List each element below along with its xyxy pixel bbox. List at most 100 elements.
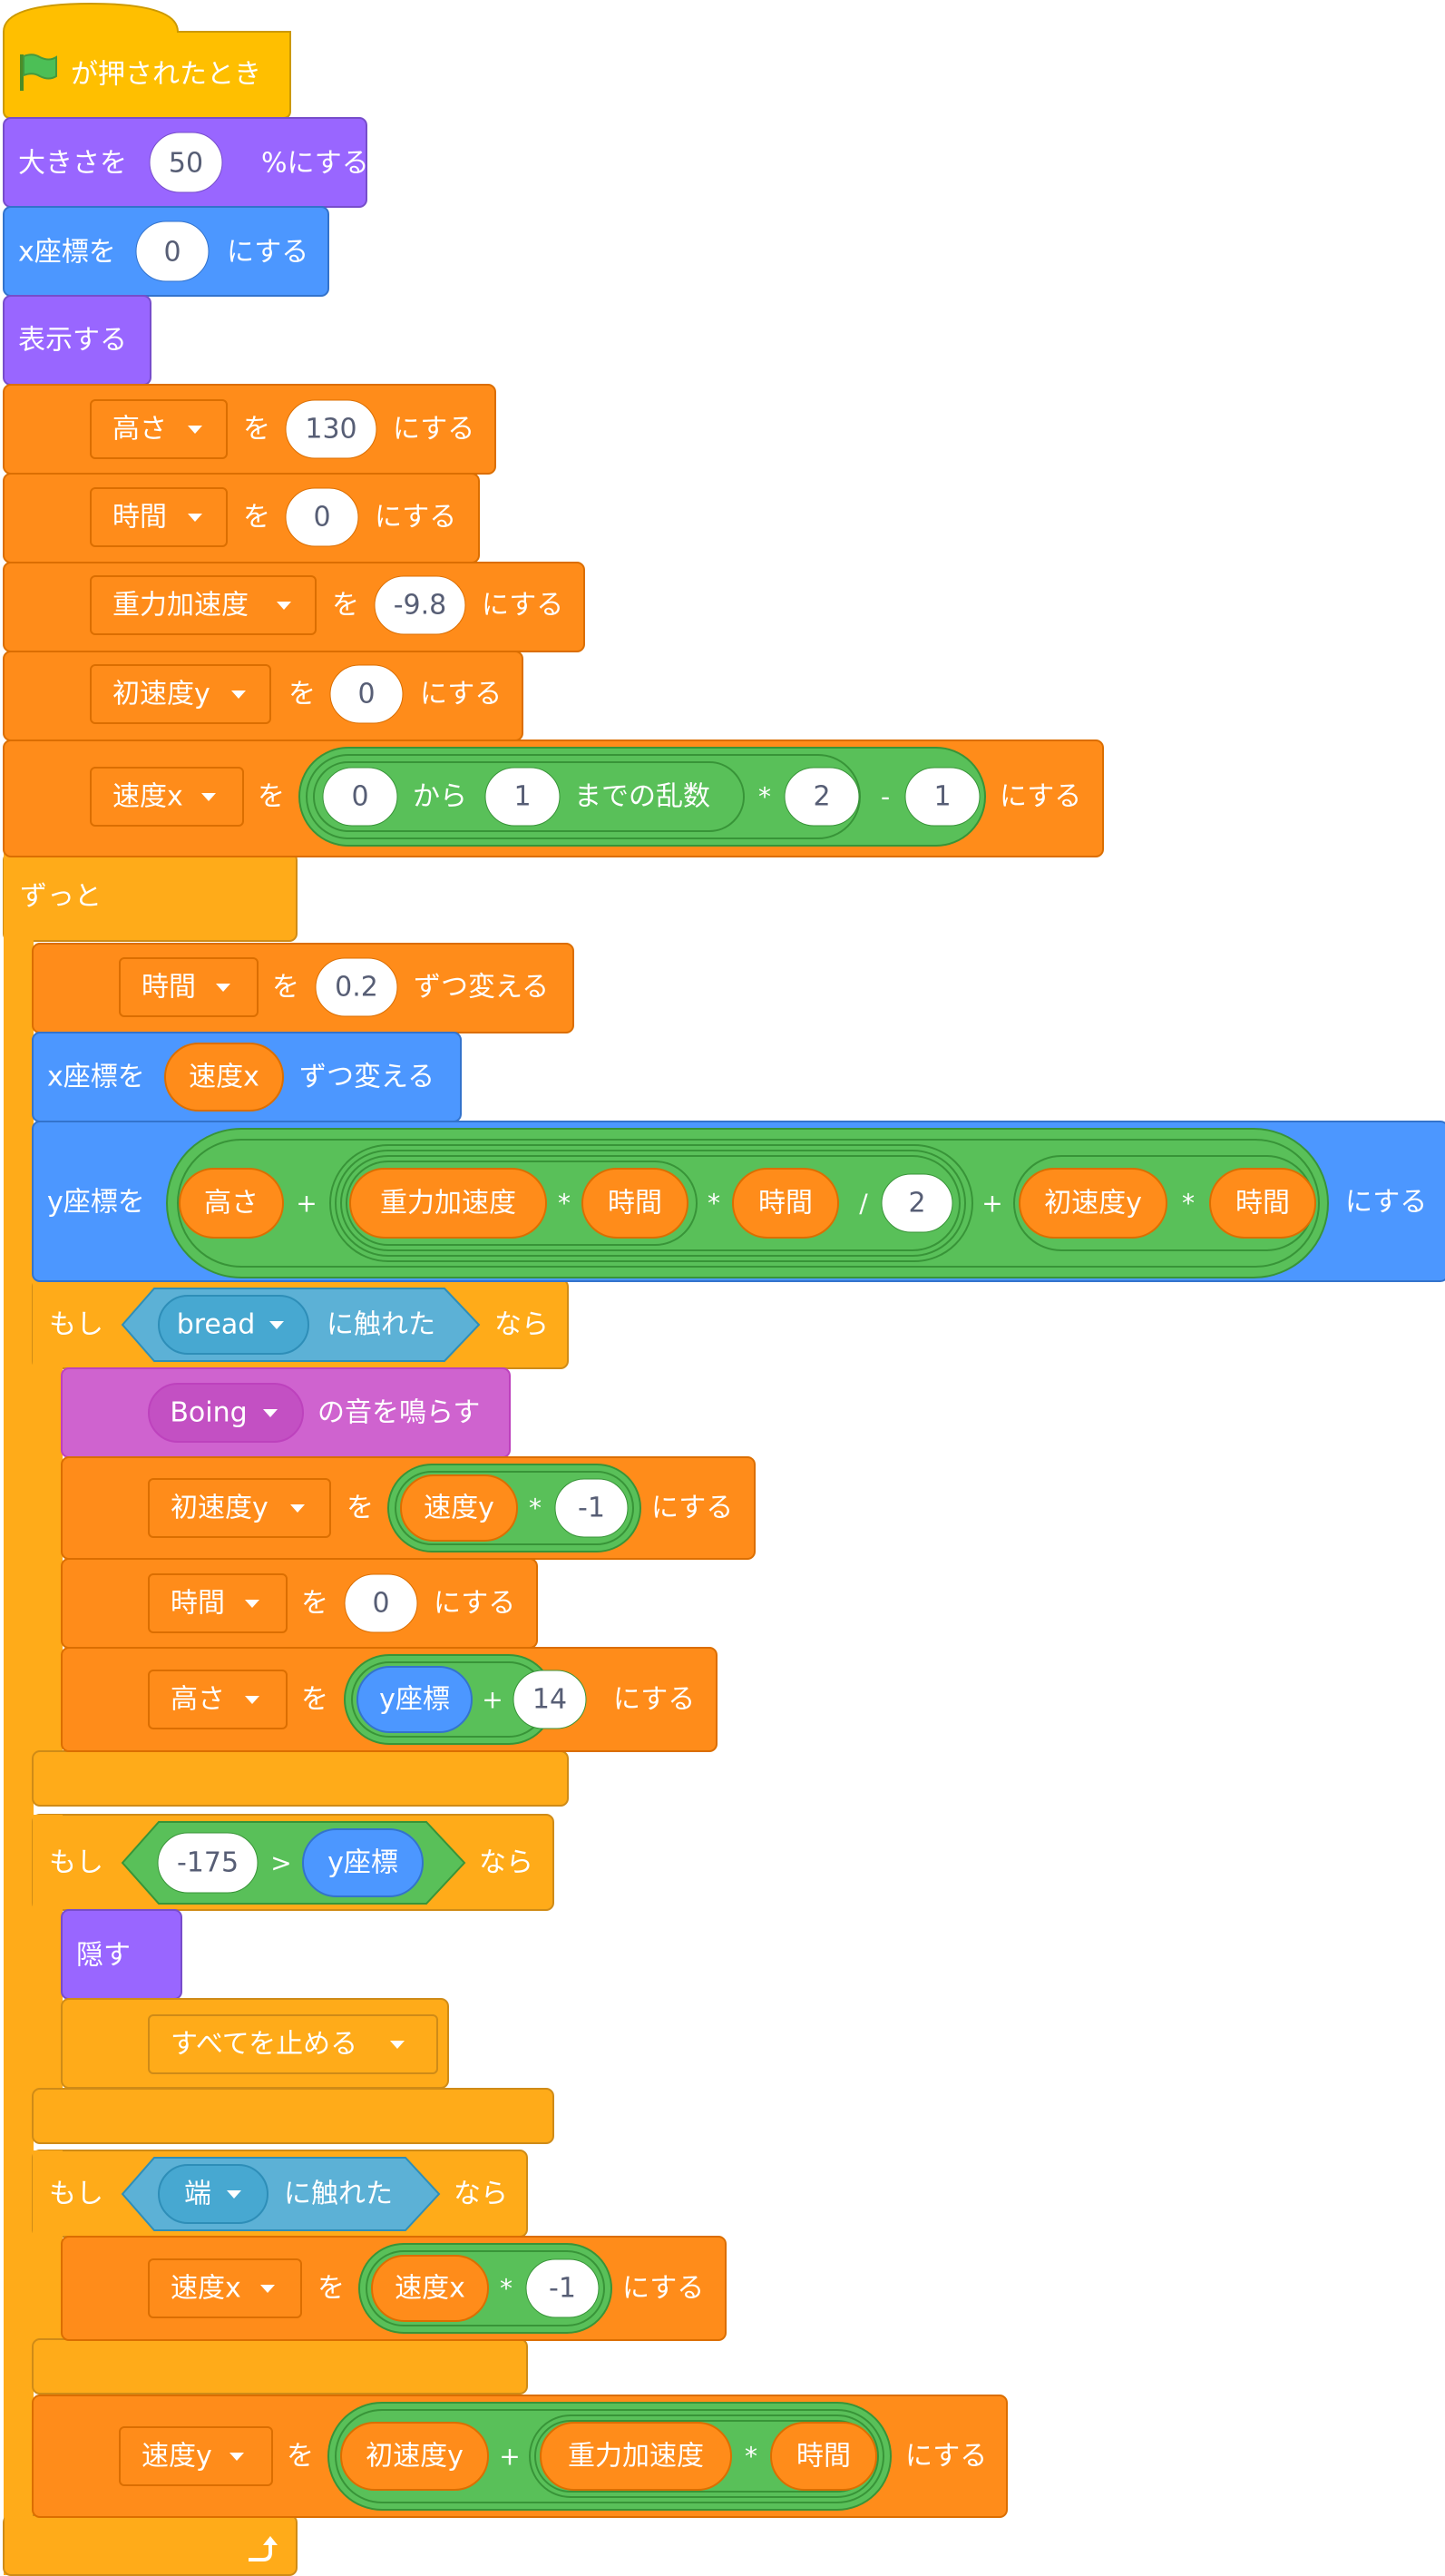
mul-symbol: * xyxy=(558,1189,571,1219)
then-label: なら xyxy=(479,1847,533,1879)
when-flag-clicked-hat[interactable]: が押されたとき xyxy=(3,2,292,119)
variable-menu[interactable] xyxy=(90,664,271,724)
change-x-suffix: ずつ変える xyxy=(299,1062,434,1093)
hide-block[interactable]: 隠す xyxy=(61,1909,182,2000)
suffix-label: にする xyxy=(651,1493,733,1524)
variable-menu[interactable] xyxy=(119,957,259,1017)
set-initial-vy-block[interactable]: 初速度y を 速度y * -1 にする xyxy=(61,1456,756,1560)
size-input[interactable] xyxy=(149,132,223,193)
time-reporter-label: 時間 xyxy=(796,2441,851,2473)
variable-menu[interactable] xyxy=(90,487,228,547)
set-y-block[interactable]: y座標を 高さ + 重力加速度 * 時間 * 時間 / 2 + 初速度y * 時… xyxy=(32,1121,1445,1282)
variable-name: 高さ xyxy=(112,414,167,446)
value-input[interactable] xyxy=(285,487,359,547)
touching-label: に触れた xyxy=(284,2179,393,2210)
mul-input[interactable] xyxy=(784,767,860,827)
compare-left-input[interactable] xyxy=(157,1832,259,1894)
edge-menu[interactable] xyxy=(158,2164,268,2224)
set-velx-random-block[interactable]: 速度x を 0 から 1 までの乱数 * 2 - 1 にする xyxy=(3,739,1104,857)
y-position-reporter[interactable] xyxy=(302,1828,424,1897)
op-label: を xyxy=(347,1493,374,1524)
set-velx-block[interactable]: 速度x を 速度x * -1 にする xyxy=(61,2236,727,2341)
sound-menu[interactable] xyxy=(148,1383,304,1443)
time-reporter[interactable] xyxy=(1209,1168,1316,1239)
set-y-suffix: にする xyxy=(1345,1187,1427,1219)
random-from-value: 0 xyxy=(351,781,368,813)
initial-vy-label: 初速度y xyxy=(366,2441,464,2473)
stop-menu[interactable] xyxy=(148,2014,438,2074)
mul-input[interactable] xyxy=(554,1478,629,1538)
forever-block[interactable]: ずっと xyxy=(3,852,298,2576)
y-position-reporter[interactable] xyxy=(356,1666,473,1733)
divisor-input[interactable] xyxy=(881,1173,953,1233)
set-height-block[interactable]: 高さ を 130 にする xyxy=(3,384,496,475)
variable-menu[interactable] xyxy=(148,1478,331,1538)
velx-reporter[interactable] xyxy=(371,2255,489,2322)
gravity-reporter[interactable] xyxy=(540,2422,732,2491)
initial-vy-reporter[interactable] xyxy=(1019,1168,1167,1239)
sprite-menu[interactable] xyxy=(158,1295,309,1355)
minus-input[interactable] xyxy=(904,767,981,827)
set-height-block[interactable]: 高さ を y座標 + 14 にする xyxy=(61,1647,718,1752)
time-reporter[interactable] xyxy=(770,2422,877,2491)
variable-menu[interactable] xyxy=(148,1670,288,1729)
then-label: なら xyxy=(494,1309,549,1341)
set-x-block[interactable]: x座標を 0 にする xyxy=(3,206,329,297)
plus-symbol: + xyxy=(296,1189,317,1219)
op-label: を xyxy=(301,1588,328,1620)
stop-all-block[interactable]: すべてを止める xyxy=(61,1998,449,2089)
value-input[interactable] xyxy=(344,1573,418,1633)
value: 0 xyxy=(372,1588,389,1620)
set-time-block[interactable]: 時間 を 0 にする xyxy=(3,473,480,563)
value: 0 xyxy=(313,502,330,534)
value-input[interactable] xyxy=(329,664,404,724)
value-input[interactable] xyxy=(374,575,466,635)
change-time-block[interactable]: 時間 を 0.2 ずつ変える xyxy=(32,943,574,1033)
variable-menu[interactable] xyxy=(90,767,244,827)
set-initial-vy-block[interactable]: 初速度y を 0 にする xyxy=(3,651,523,741)
random-to-input[interactable] xyxy=(484,767,561,827)
play-sound-block[interactable]: Boing の音を鳴らす xyxy=(61,1367,511,1458)
if-touching-bread-block[interactable]: もし bread に触れた なら xyxy=(32,1278,569,1807)
variable-menu[interactable] xyxy=(90,399,228,459)
set-time-block[interactable]: 時間 を 0 にする xyxy=(61,1558,538,1649)
velx-reporter[interactable] xyxy=(164,1043,284,1112)
value: 0.2 xyxy=(335,972,378,1004)
height-reporter[interactable] xyxy=(179,1168,284,1239)
suffix-label: にする xyxy=(420,679,502,710)
mul-input[interactable] xyxy=(525,2258,600,2318)
forever-label: ずっと xyxy=(20,881,102,913)
time-reporter-label: 時間 xyxy=(608,1188,662,1219)
time-reporter[interactable] xyxy=(581,1168,688,1239)
value-input[interactable] xyxy=(285,399,377,459)
suffix-label: にする xyxy=(613,1684,695,1716)
variable-menu[interactable] xyxy=(148,1573,288,1633)
variable-menu[interactable] xyxy=(119,2426,273,2486)
set-gravity-block[interactable]: 重力加速度 を -9.8 にする xyxy=(3,562,585,652)
initial-vy-reporter[interactable] xyxy=(340,2422,489,2491)
mul-symbol: * xyxy=(758,782,771,812)
set-vy-block[interactable]: 速度y を 初速度y + 重力加速度 * 時間 にする xyxy=(32,2395,1008,2518)
height-reporter-label: 高さ xyxy=(204,1188,259,1219)
play-sound-label: の音を鳴らす xyxy=(317,1397,480,1429)
value: 0 xyxy=(357,679,375,710)
random-from-input[interactable] xyxy=(322,767,398,827)
mul-symbol: * xyxy=(708,1189,720,1219)
x-input[interactable] xyxy=(135,220,210,282)
show-block[interactable]: 表示する xyxy=(3,295,151,386)
if-fall-block[interactable]: もし -175 > y座標 なら xyxy=(32,1814,554,2144)
set-size-block[interactable]: 大きさを 50 %にする xyxy=(3,117,369,208)
time-reporter[interactable] xyxy=(732,1168,839,1239)
variable-menu[interactable] xyxy=(90,575,317,635)
variable-menu[interactable] xyxy=(148,2258,302,2318)
vy-reporter[interactable] xyxy=(400,1474,518,1542)
value-input[interactable] xyxy=(315,957,398,1017)
show-label: 表示する xyxy=(18,325,127,357)
change-x-block[interactable]: x座標を 速度x ずつ変える xyxy=(32,1032,462,1122)
gravity-reporter[interactable] xyxy=(349,1168,547,1239)
gravity-reporter-label: 重力加速度 xyxy=(568,2441,704,2473)
add-input[interactable] xyxy=(513,1670,587,1729)
velx-reporter-label: 速度x xyxy=(189,1062,259,1093)
op-label: を xyxy=(288,679,316,710)
variable-name: 速度x xyxy=(171,2273,241,2305)
